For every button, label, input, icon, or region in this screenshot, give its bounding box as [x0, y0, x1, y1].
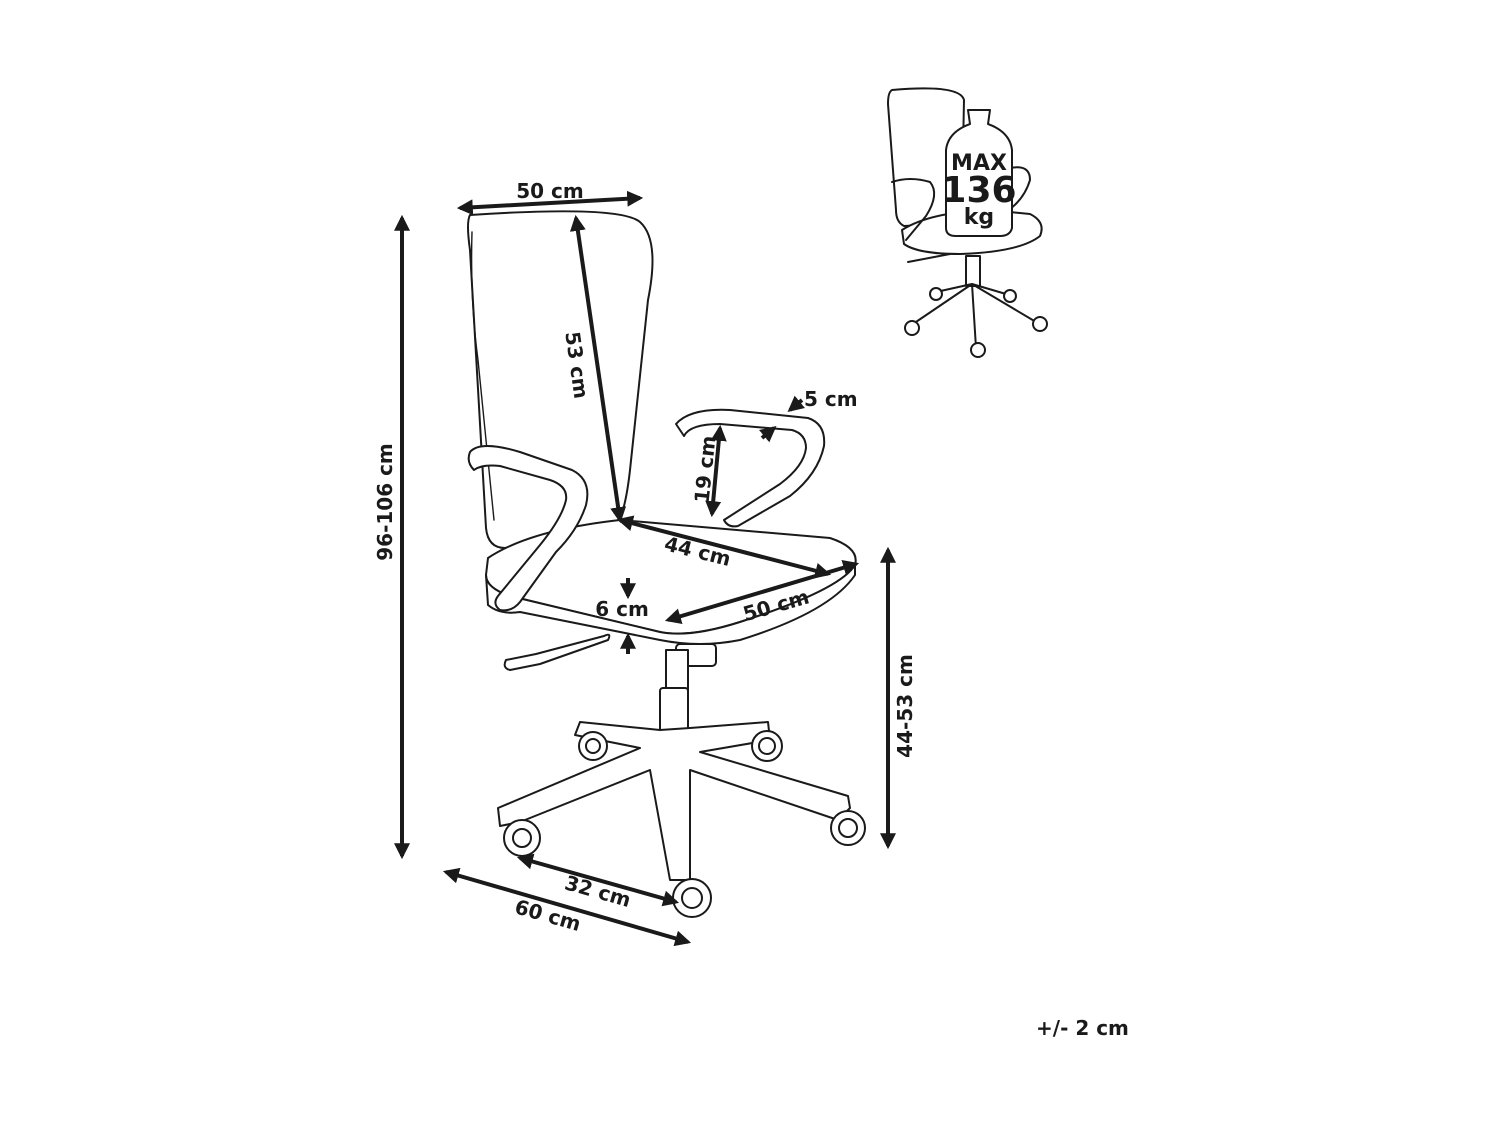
mini-lever: [907, 253, 951, 263]
caster-back-left: [578, 731, 608, 761]
backrest-width-arrow: [456, 190, 644, 216]
gas-cylinder-lower: [659, 687, 689, 733]
mini-cylinder: [965, 255, 981, 287]
tolerance-note: +/- 2 cm: [1036, 1016, 1129, 1040]
caster-front-left: [503, 819, 541, 857]
badge-weight-value: 136: [941, 170, 1016, 211]
caster-back-right: [751, 730, 783, 762]
label-armrest-width: 5 cm: [804, 387, 858, 411]
height-lever: [503, 633, 611, 671]
mini-base: [909, 283, 1037, 349]
backrest: [467, 210, 654, 549]
main-chair-drawing: [467, 210, 866, 918]
dimension-lines: [394, 190, 896, 947]
gas-cylinder-upper: [665, 649, 689, 691]
mini-armrest-right: [1005, 166, 1031, 213]
armrest-width-arrow-a: [787, 395, 805, 413]
armrest-width-arrow-b: [759, 425, 777, 443]
caster-front-right: [830, 810, 866, 846]
caster-front: [672, 878, 712, 918]
mini-armrest-left: [891, 178, 936, 241]
weight-badge-icon: [945, 109, 1013, 237]
label-seat-thickness: 6 cm: [595, 597, 649, 621]
label-total-height: 96-106 cm: [373, 443, 397, 561]
backrest-height-arrow: [569, 214, 627, 524]
badge-weight-unit: kg: [964, 205, 994, 230]
seat-width-arrow: [664, 559, 860, 625]
load-capacity-illustration: MAX 136 kg: [887, 87, 1048, 358]
base-diameter-arrow: [442, 867, 692, 947]
star-base: [497, 721, 851, 881]
label-backrest-width: 50 cm: [516, 179, 584, 203]
backrest-inner-edge: [470, 231, 495, 521]
label-wheel-spacing: 32 cm: [562, 870, 634, 912]
label-seat-height: 44-53 cm: [893, 654, 917, 758]
armrest-height-arrow: [705, 424, 727, 518]
badge-max-label: MAX: [951, 151, 1007, 176]
